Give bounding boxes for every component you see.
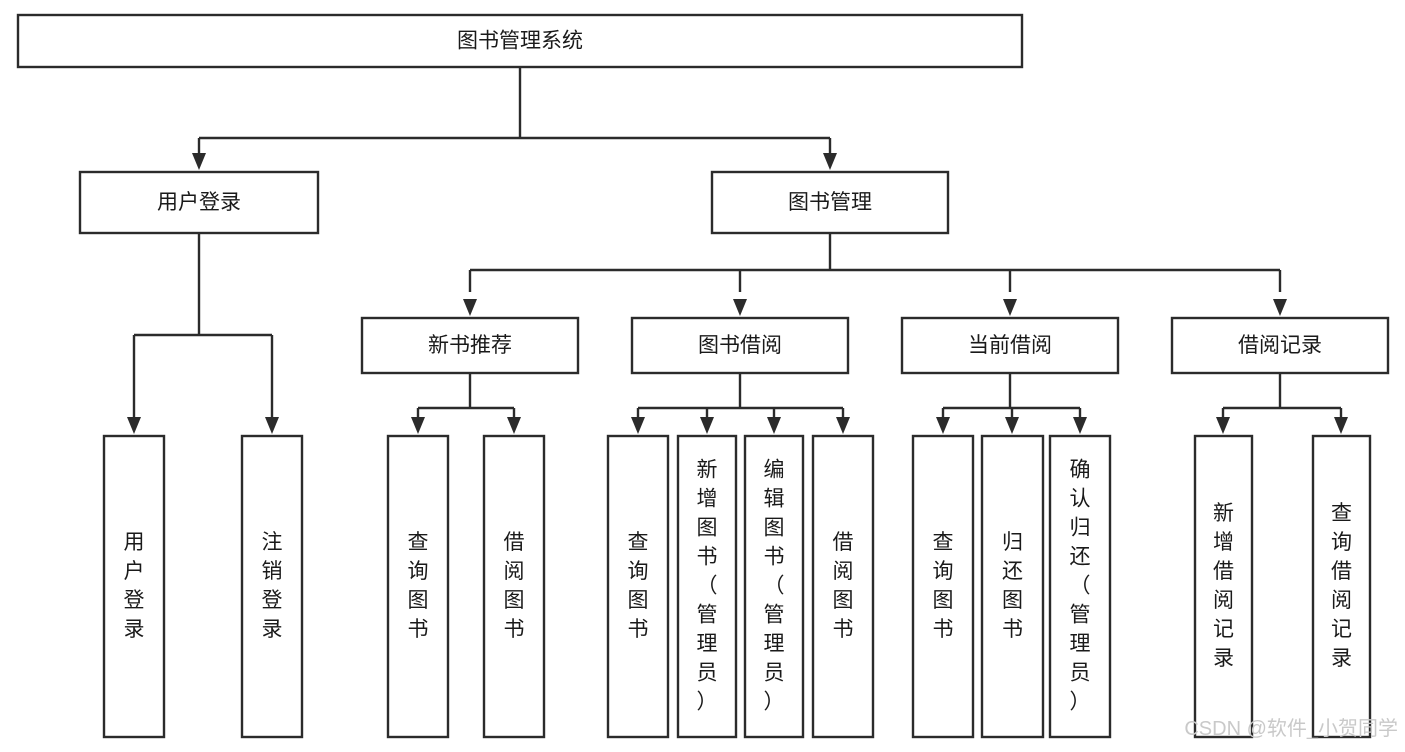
node-leaf-edit-book-admin[interactable]: 编辑图书（管理员） [743, 434, 805, 739]
arrow-leaf-13 [1334, 417, 1348, 434]
node-label-user-login: 用户登录 [157, 191, 241, 214]
node-box-leaf-borrow-book-recommend [482, 434, 546, 739]
node-book-borrow[interactable]: 图书借阅 [630, 316, 850, 375]
node-box-leaf-logout [240, 434, 304, 739]
arrow-to-current [1003, 299, 1017, 316]
node-label-book-management: 图书管理 [788, 191, 872, 214]
node-new-book-recommend[interactable]: 新书推荐 [360, 316, 580, 375]
node-leaf-user-login[interactable]: 用户登录 [102, 434, 166, 739]
arrow-leaf-7 [767, 417, 781, 434]
node-box-leaf-query-book-borrow [606, 434, 670, 739]
node-box-leaf-query-borrow-record [1311, 434, 1372, 739]
arrow-leaf-12 [1216, 417, 1230, 434]
arrow-to-book-manage [823, 153, 837, 170]
node-leaf-query-book-current[interactable]: 查询图书 [911, 434, 975, 739]
node-leaf-return-book[interactable]: 归还图书 [980, 434, 1045, 739]
node-box-leaf-add-borrow-record [1193, 434, 1254, 739]
node-leaf-add-borrow-record[interactable]: 新增借阅记录 [1193, 434, 1254, 739]
node-leaf-logout[interactable]: 注销登录 [240, 434, 304, 739]
node-label-leaf-edit-book-admin: 编辑图书（管理员） [764, 458, 785, 713]
node-label-current-borrow: 当前借阅 [968, 334, 1052, 357]
node-box-current-borrow [900, 316, 1120, 375]
node-leaf-query-book-borrow[interactable]: 查询图书 [606, 434, 670, 739]
arrow-to-records [1273, 299, 1287, 316]
node-box-leaf-confirm-return-admin [1048, 434, 1112, 739]
node-label-leaf-query-borrow-record: 查询借阅记录 [1331, 502, 1352, 670]
node-leaf-add-book-admin[interactable]: 新增图书（管理员） [676, 434, 738, 739]
node-current-borrow[interactable]: 当前借阅 [900, 316, 1120, 375]
node-leaf-confirm-return-admin[interactable]: 确认归还（管理员） [1048, 434, 1112, 739]
node-leaf-query-book-recommend[interactable]: 查询图书 [386, 434, 450, 739]
arrow-to-book-borrow [733, 299, 747, 316]
arrow-to-user-login [192, 153, 206, 170]
arrowhead-layer [127, 153, 1348, 434]
node-label-new-book-recommend: 新书推荐 [428, 334, 512, 357]
node-box-leaf-add-book-admin [676, 434, 738, 739]
arrow-leaf-1 [127, 417, 141, 434]
arrow-leaf-10 [1005, 417, 1019, 434]
arrow-leaf-6 [700, 417, 714, 434]
node-leaf-query-borrow-record[interactable]: 查询借阅记录 [1311, 434, 1372, 739]
node-label-leaf-borrow-book-recommend: 借阅图书 [504, 531, 525, 641]
arrow-leaf-11 [1073, 417, 1087, 434]
node-label-leaf-confirm-return-admin: 确认归还（管理员） [1070, 458, 1091, 713]
node-box-leaf-query-book-current [911, 434, 975, 739]
node-label-leaf-add-book-admin: 新增图书（管理员） [697, 458, 718, 713]
node-label-leaf-add-borrow-record: 新增借阅记录 [1213, 502, 1234, 670]
node-label-leaf-query-book-current: 查询图书 [933, 531, 954, 641]
node-box-leaf-edit-book-admin [743, 434, 805, 739]
node-book-management[interactable]: 图书管理 [710, 170, 950, 235]
node-borrow-records[interactable]: 借阅记录 [1170, 316, 1390, 375]
node-box-leaf-query-book-recommend [386, 434, 450, 739]
node-box-borrow-records [1170, 316, 1390, 375]
node-user-login[interactable]: 用户登录 [78, 170, 320, 235]
node-box-book-management [710, 170, 950, 235]
watermark-label: CSDN @软件_小贺同学 [1184, 717, 1398, 740]
arrow-leaf-5 [631, 417, 645, 434]
node-label-leaf-return-book: 归还图书 [1002, 531, 1023, 641]
arrow-to-new-book [463, 299, 477, 316]
node-leaf-borrow-book-recommend[interactable]: 借阅图书 [482, 434, 546, 739]
node-box-leaf-user-login [102, 434, 166, 739]
node-label-book-borrow: 图书借阅 [698, 334, 782, 357]
node-box-new-book-recommend [360, 316, 580, 375]
node-box-root [16, 13, 1024, 69]
node-box-book-borrow [630, 316, 850, 375]
arrow-leaf-3 [411, 417, 425, 434]
node-label-leaf-query-book-recommend: 查询图书 [408, 531, 429, 641]
node-label-leaf-logout: 注销登录 [262, 531, 283, 641]
watermark-layer: CSDN @软件_小贺同学 [1184, 717, 1398, 740]
arrow-leaf-4 [507, 417, 521, 434]
node-label-leaf-user-login: 用户登录 [124, 531, 145, 641]
node-root[interactable]: 图书管理系统 [16, 13, 1024, 69]
arrow-leaf-8 [836, 417, 850, 434]
arrow-leaf-2 [265, 417, 279, 434]
node-box-leaf-borrow-book [811, 434, 875, 739]
node-box-user-login [78, 170, 320, 235]
arrow-leaf-9 [936, 417, 950, 434]
node-label-root: 图书管理系统 [457, 30, 583, 53]
node-label-borrow-records: 借阅记录 [1238, 334, 1322, 357]
node-layer: 图书管理系统用户登录图书管理新书推荐图书借阅当前借阅借阅记录用户登录注销登录查询… [16, 13, 1390, 739]
node-leaf-borrow-book[interactable]: 借阅图书 [811, 434, 875, 739]
node-label-leaf-borrow-book: 借阅图书 [833, 531, 854, 641]
node-label-leaf-query-book-borrow: 查询图书 [628, 531, 649, 641]
node-box-leaf-return-book [980, 434, 1045, 739]
